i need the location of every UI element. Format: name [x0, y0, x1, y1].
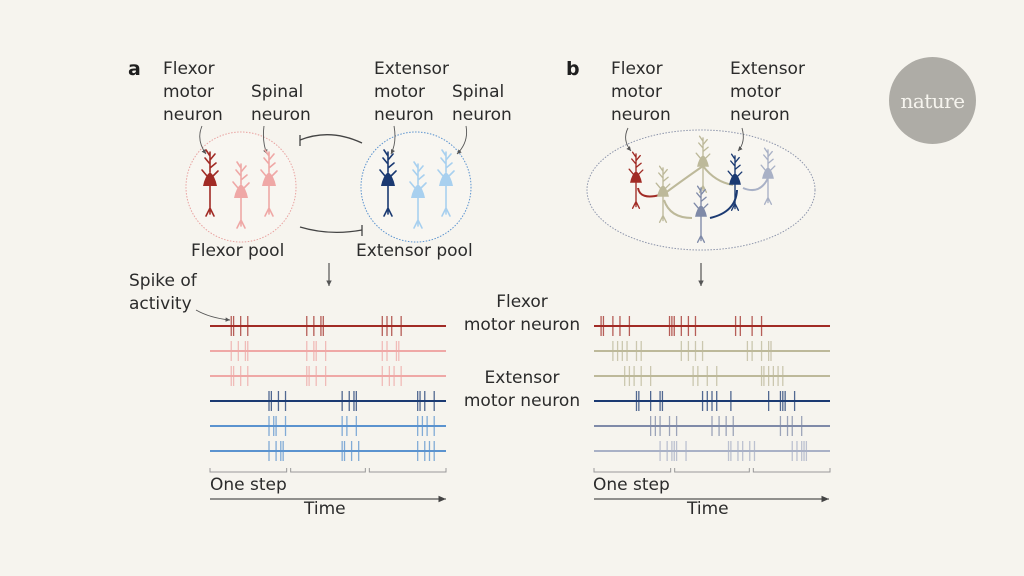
- extensor-row-label: Extensor motor neuron: [463, 368, 581, 411]
- step-bracket: [290, 468, 366, 473]
- connection: [742, 177, 769, 191]
- extensor-motor-neuron-icon: [379, 149, 397, 217]
- time-label-a: Time: [304, 499, 346, 519]
- pointer-extensor-motor: [390, 125, 396, 155]
- raster-b-row-5: [594, 416, 830, 436]
- raster-a-row-4: [210, 391, 446, 411]
- time-label-b: Time: [687, 499, 729, 519]
- step-bracket: [593, 468, 672, 473]
- pointer-flexor-motor: [199, 125, 207, 155]
- raster-b-row-1: [594, 316, 830, 336]
- connection: [709, 189, 738, 219]
- inhibition-flexor-to-extensor: [299, 226, 363, 234]
- flexor-pool-label: Flexor pool: [191, 241, 285, 261]
- one-step-label-a: One step: [210, 475, 287, 495]
- flexor-spinal-neuron-icon-1: [232, 161, 250, 229]
- flexor-motor-neuron-label-a: Flexor motor neuron: [163, 59, 223, 125]
- flexor-motor-neuron-icon-b: [628, 151, 644, 209]
- interneuron-icon-4: [760, 147, 776, 205]
- pointer-spinal-a2: [456, 125, 468, 155]
- extensor-pool-label: Extensor pool: [356, 241, 473, 261]
- pointer-spike: [195, 309, 231, 322]
- connection: [663, 199, 693, 219]
- raster-a-row-5: [210, 416, 446, 436]
- logo-text: nature: [900, 88, 965, 113]
- flexor-motor-neuron-icon: [201, 149, 219, 217]
- raster-panel-a: [209, 316, 447, 473]
- panel-a-label: a: [128, 58, 141, 80]
- raster-b-row-3: [594, 366, 830, 386]
- flexor-spinal-neuron-icon-2: [260, 149, 278, 217]
- extensor-motor-neuron-label-a: Extensor motor neuron: [374, 59, 449, 125]
- one-step-label-b: One step: [593, 475, 670, 495]
- step-bracket: [368, 468, 447, 473]
- extensor-spinal-neuron-icon-1: [409, 161, 427, 229]
- flexor-row-label: Flexor motor neuron: [463, 292, 581, 335]
- raster-b-row-4: [594, 391, 830, 411]
- nature-logo: nature: [889, 57, 976, 144]
- raster-a-row-2: [210, 341, 446, 361]
- raster-b-row-6: [594, 441, 830, 461]
- pointer-flexor-motor-b: [625, 127, 632, 152]
- raster-b-row-2: [594, 341, 830, 361]
- interneuron-icon-2: [695, 135, 711, 193]
- extensor-motor-neuron-icon-b: [727, 153, 743, 211]
- interneuron-icon-3: [693, 185, 709, 243]
- step-bracket: [752, 468, 831, 473]
- raster-a-row-6: [210, 441, 446, 461]
- raster-a-row-1: [210, 316, 446, 336]
- interneuron-icon-1: [655, 165, 671, 223]
- spike-of-activity-label: Spike of activity: [129, 271, 197, 314]
- step-bracket: [674, 468, 750, 473]
- extensor-spinal-neuron-icon-2: [437, 149, 455, 217]
- flexor-motor-neuron-label-b: Flexor motor neuron: [611, 59, 671, 125]
- raster-a-row-3: [210, 366, 446, 386]
- step-bracket: [209, 468, 288, 473]
- raster-panel-b: [593, 316, 831, 473]
- connection: [637, 187, 661, 198]
- pointer-extensor-motor-b: [737, 127, 744, 152]
- spinal-neuron-label-a1: Spinal neuron: [251, 82, 311, 125]
- inhibition-extensor-to-flexor: [299, 134, 363, 144]
- spinal-neuron-label-a2: Spinal neuron: [452, 82, 512, 125]
- extensor-motor-neuron-label-b: Extensor motor neuron: [730, 59, 805, 125]
- panel-b-label: b: [566, 58, 580, 80]
